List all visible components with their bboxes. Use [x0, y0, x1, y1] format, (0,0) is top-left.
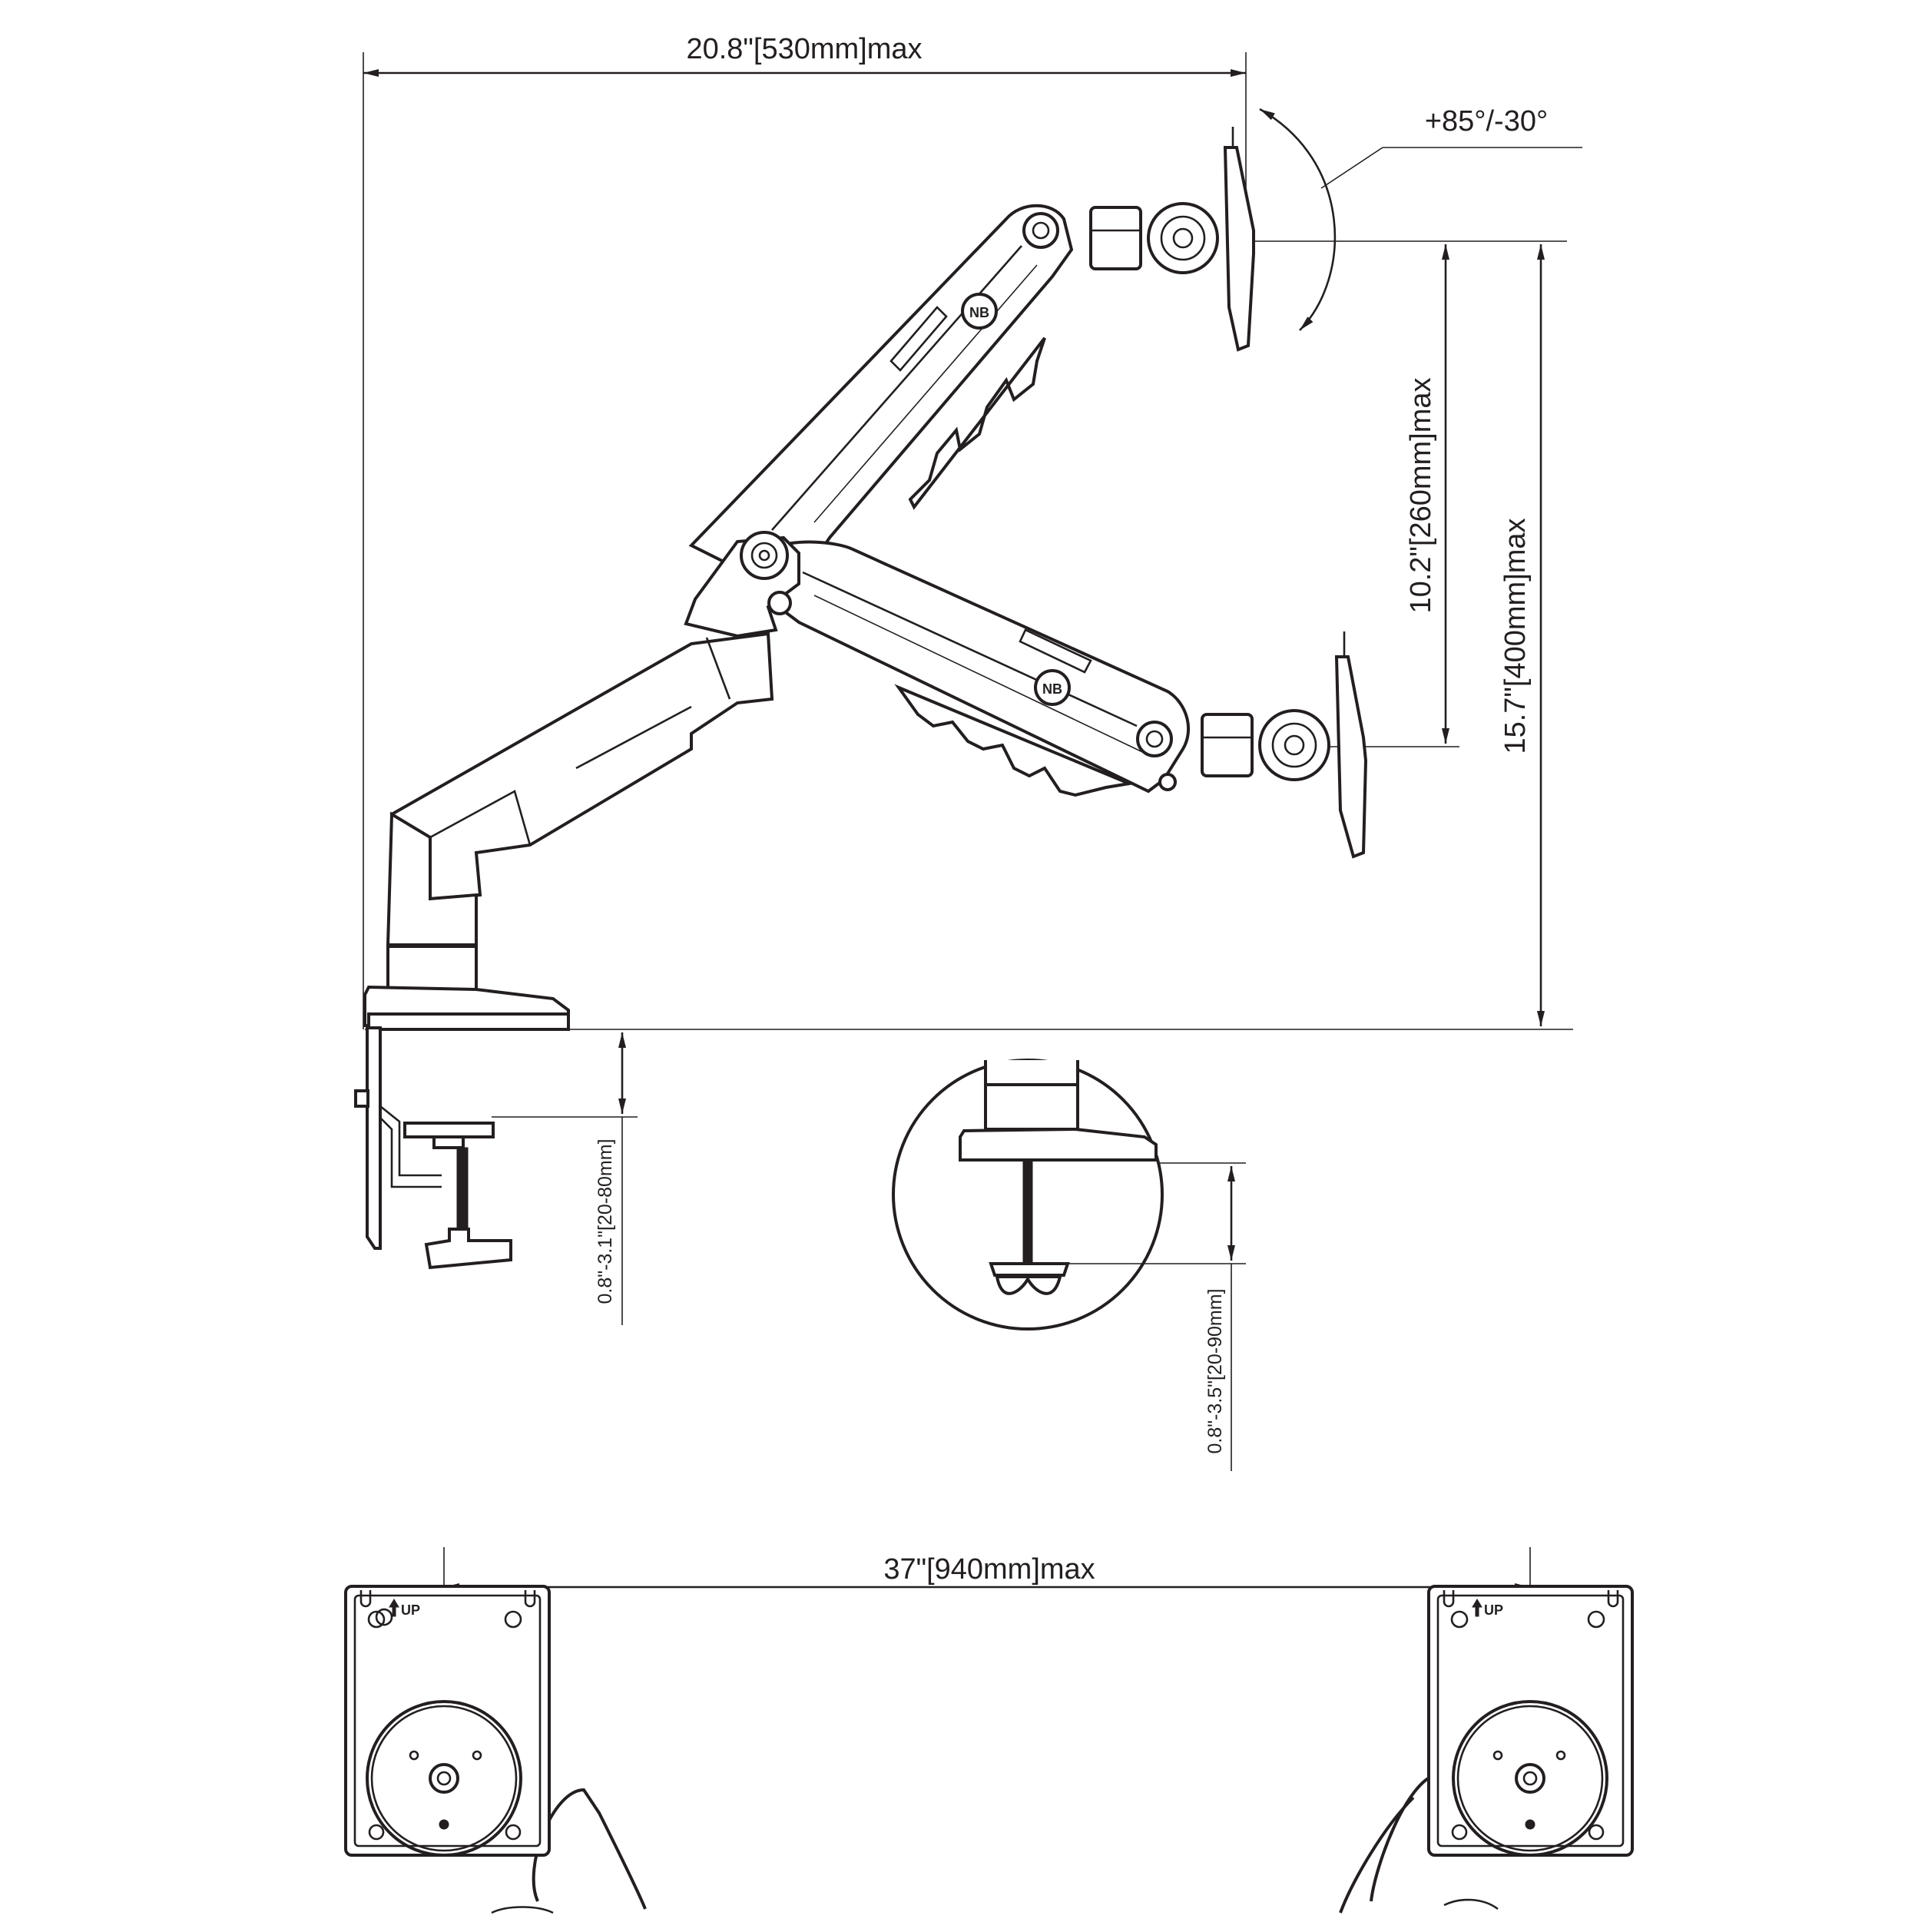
width-label: 20.8"[530mm]max	[686, 33, 922, 65]
up-arrow-icon	[389, 1599, 399, 1617]
width-dimension: 20.8"[530mm]max	[363, 33, 1247, 1029]
up-arrow-icon	[1472, 1599, 1482, 1617]
lower-arm-extended: NB	[766, 540, 1368, 859]
base-arm	[363, 631, 774, 1031]
brand-badge-lower	[1034, 669, 1071, 706]
brand-mark-upper: NB	[969, 305, 989, 320]
tilt-label: +85°/-30°	[1425, 105, 1548, 138]
vesa-plate-left: UP	[344, 1585, 647, 1914]
height-max-label: 10.2"[260mm]max	[1405, 377, 1437, 613]
clamp-screw	[456, 1147, 469, 1233]
height-total-label: 15.7"[400mm]max	[1499, 518, 1532, 754]
up-label-right: UP	[1484, 1602, 1503, 1618]
brand-badge-upper	[961, 293, 998, 330]
brand-mark-lower: NB	[1042, 681, 1062, 697]
span-dimension: 37"[940mm]max	[443, 1547, 1531, 1778]
elbow-joint	[684, 531, 800, 638]
span-label: 37"[940mm]max	[883, 1553, 1095, 1586]
grommet-thickness-dimension: 0.8"-3.5"[20-90mm]	[1068, 1162, 1246, 1471]
clamp-thickness-dimension: 0.8"-3.1"[20-80mm]	[492, 1032, 638, 1325]
wing-nut-icon	[995, 1275, 1062, 1295]
grommet-detail	[892, 1059, 1164, 1331]
height-dimensions: 10.2"[260mm]max 15.7"[400mm]max	[365, 240, 1573, 1030]
tilt-dimension: +85°/-30°	[1259, 105, 1582, 331]
clamp-thickness-label: 0.8"-3.1"[20-80mm]	[595, 1138, 616, 1304]
grommet-rod	[1022, 1159, 1033, 1264]
upper-arm-raised: NB	[688, 127, 1255, 585]
c-clamp	[354, 1026, 512, 1270]
grommet-thickness-label: 0.8"-3.5"[20-90mm]	[1204, 1288, 1226, 1453]
vesa-plate-right: UP	[1339, 1585, 1634, 1914]
up-label-left: UP	[401, 1602, 420, 1618]
